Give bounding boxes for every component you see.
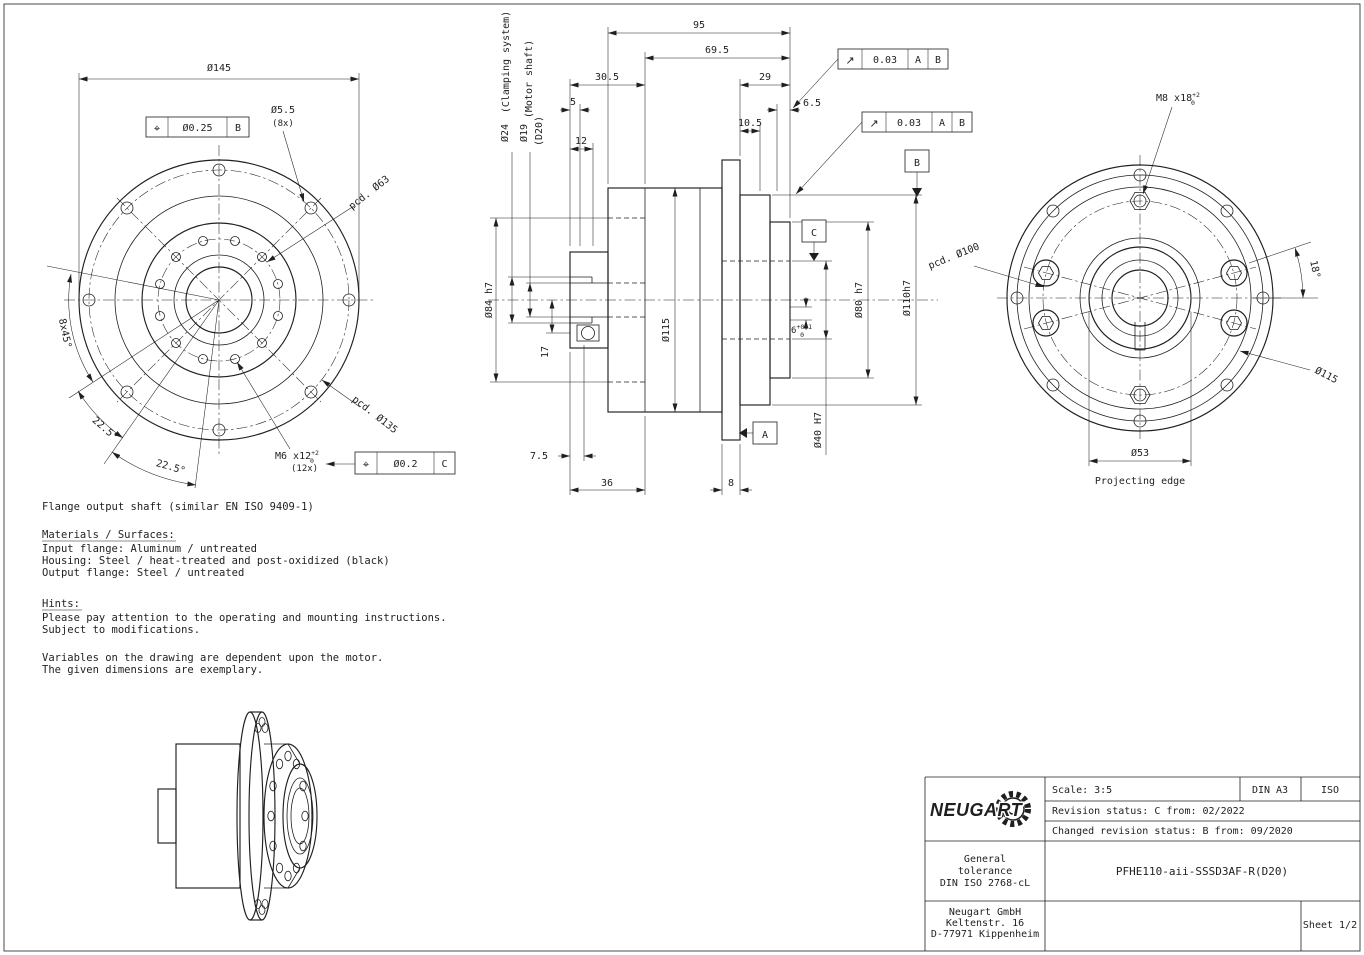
rear-view-geometry	[973, 106, 1318, 466]
dim-17: 17	[540, 346, 551, 358]
dim-dia24: Ø24	[499, 124, 511, 142]
standard-label: ISO	[1321, 785, 1339, 796]
paper-size-label: DIN A3	[1252, 785, 1288, 796]
note-hint-2: Subject to modifications.	[42, 624, 200, 636]
dim-95: 95	[693, 20, 705, 31]
page-border	[3, 3, 1361, 952]
dim-dia40: Ø40 H7	[812, 412, 824, 448]
note-hint-1: Please pay attention to the operating an…	[42, 612, 447, 624]
note-motor-2: The given dimensions are exemplary.	[42, 664, 263, 676]
fcf-top-datum-b: B	[935, 55, 941, 66]
label-clamping-system: (Clamping system)	[501, 11, 512, 113]
label-motor-shaft: (Motor shaft)	[524, 40, 535, 118]
dim-29: 29	[759, 72, 771, 83]
datum-flag-c: C	[801, 219, 827, 261]
changed-revision-status: Changed revision status: B from: 09/2020	[1052, 826, 1293, 837]
datum-c-label: C	[811, 228, 817, 239]
section-view: (Clamping system) (Motor shaft) Ø24 Ø19 …	[483, 11, 973, 495]
front-view-geometry	[46, 73, 374, 489]
dim-6-5: 6.5	[803, 98, 821, 109]
dim-hole-count: (8x)	[272, 119, 294, 129]
dim-18deg: 18°	[1307, 260, 1322, 280]
dim-dia19: Ø19	[518, 124, 530, 142]
dim-m6-count: (12x)	[291, 464, 318, 474]
dim-dia145: Ø145	[207, 62, 231, 74]
iso-view	[157, 711, 318, 921]
note-material-1: Input flange: Aluminum / untreated	[42, 543, 257, 555]
datum-flag-b: B	[904, 149, 930, 197]
general-tolerance-2: tolerance	[958, 866, 1012, 877]
brand-name: NEUGART	[930, 800, 1024, 820]
dim-10-5: 10.5	[738, 118, 762, 129]
fcf-top-datum-a: A	[915, 55, 921, 66]
dim-hole-dia: Ø5.5	[271, 104, 295, 116]
company-street: Keltenstr. 16	[946, 918, 1024, 929]
fcf-position-025: ⌖ Ø0.25 B	[145, 116, 250, 138]
label-d20: (D20)	[534, 116, 545, 146]
label-projecting-edge: Projecting edge	[1095, 476, 1185, 487]
dim-dia80: Ø80 h7	[853, 282, 865, 318]
dim-8: 8	[728, 478, 734, 489]
dim-30-5: 30.5	[595, 72, 619, 83]
fcf-runout-mid: ↗ 0.03 A B	[861, 111, 973, 133]
note-flange: Flange output shaft (similar EN ISO 9409…	[42, 501, 314, 513]
title-block-grid	[924, 776, 1360, 951]
general-tolerance-3: DIN ISO 2768-cL	[940, 878, 1030, 889]
dim-dia115: Ø115	[660, 318, 672, 342]
fcf-mid-datum-b: B	[959, 118, 965, 129]
dim-36: 36	[601, 478, 613, 489]
gear-icon	[995, 791, 1031, 827]
note-materials-heading: Materials / Surfaces:	[42, 529, 175, 541]
fcf-runout-top: ↗ 0.03 A B	[837, 48, 949, 70]
dim-7-5: 7.5	[530, 451, 548, 462]
position-symbol-icon: ⌖	[363, 458, 369, 471]
note-material-2: Housing: Steel / heat-treated and post-o…	[42, 555, 390, 567]
company-city: D-77971 Kippenheim	[931, 929, 1039, 940]
dim-dia110: Ø110h7	[901, 280, 913, 316]
part-number: PFHE110-aii-SSSD3AF-R(D20)	[1116, 865, 1288, 878]
fcf-mid-datum-a: A	[939, 118, 945, 129]
dim-dia84: Ø84 h7	[483, 282, 495, 318]
notes-block: Flange output shaft (similar EN ISO 9409…	[42, 501, 447, 676]
iso-view-geometry	[157, 711, 318, 921]
datum-b-label: B	[914, 158, 920, 169]
fcf-top-tolerance: 0.03	[873, 55, 897, 66]
runout-symbol-icon: ↗	[869, 117, 878, 130]
runout-symbol-icon: ↗	[845, 54, 854, 67]
company-name: Neugart GmbH	[949, 907, 1021, 918]
dim-69-5: 69.5	[705, 45, 729, 56]
sheet-number: Sheet 1/2	[1303, 920, 1357, 931]
neugart-logo: NEUGART	[929, 791, 1031, 827]
revision-status: Revision status: C from: 02/2022	[1052, 806, 1245, 817]
dim-5: 5	[570, 97, 576, 108]
fcf-position-02: ⌖ Ø0.2 C	[354, 451, 456, 475]
fcf2-datum: C	[441, 459, 447, 470]
dim-dia53: Ø53	[1131, 447, 1149, 459]
fcf1-datum: B	[235, 123, 241, 134]
datum-a-label: A	[762, 430, 768, 441]
dim-12: 12	[575, 136, 587, 147]
fcf-mid-tolerance: 0.03	[897, 118, 921, 129]
datum-flag-a: A	[739, 421, 778, 445]
fcf2-tolerance: Ø0.2	[393, 458, 417, 470]
position-symbol-icon: ⌖	[154, 122, 160, 135]
fcf1-tolerance: Ø0.25	[182, 122, 212, 134]
note-material-3: Output flange: Steel / untreated	[42, 567, 244, 579]
section-view-geometry	[488, 27, 938, 495]
note-hints-heading: Hints:	[42, 598, 80, 610]
note-motor-1: Variables on the drawing are dependent u…	[42, 652, 383, 664]
general-tolerance-1: General	[964, 854, 1006, 865]
scale-label: Scale: 3:5	[1052, 785, 1112, 796]
title-block: NEUGART Scale: 3:5 DIN A3 ISO Revision s…	[924, 776, 1360, 951]
